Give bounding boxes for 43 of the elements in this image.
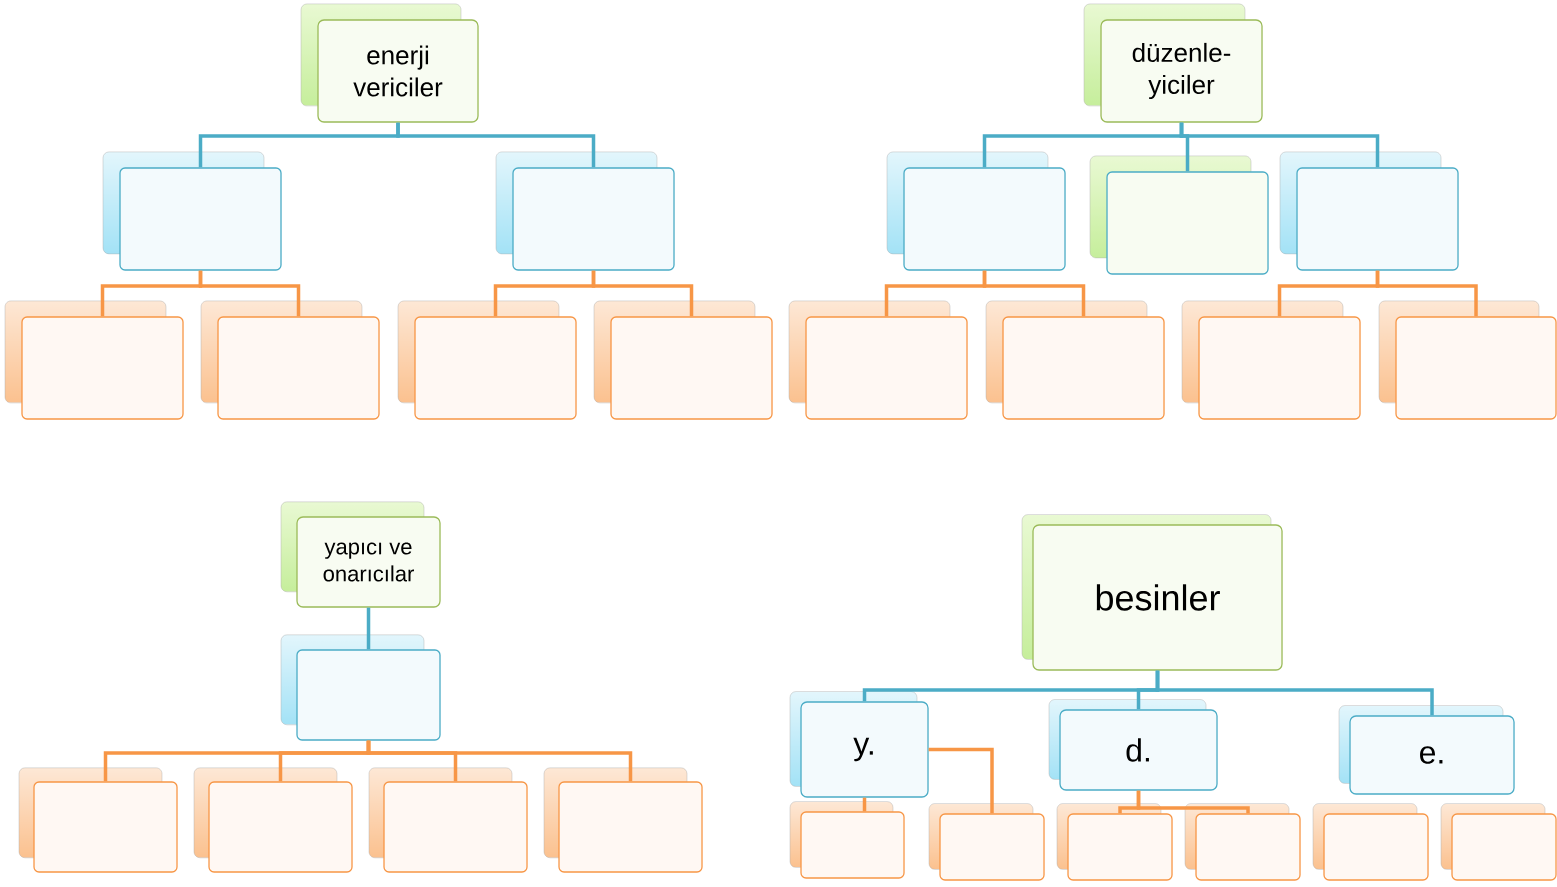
card-stack: d.: [1048, 699, 1218, 791]
card-stack: [1089, 155, 1269, 275]
connector-line: [1375, 270, 1478, 317]
connector-line: [1136, 790, 1250, 814]
card-stack: yapıcı ve onarıcılar: [280, 501, 441, 608]
connector-line: [1179, 122, 1380, 168]
card-stack: [1440, 803, 1557, 881]
card-stack: [193, 767, 353, 873]
card-stack: [18, 767, 178, 873]
card-stack: [593, 300, 773, 420]
card-stack: enerji vericiler: [300, 3, 479, 123]
connector-line: [366, 740, 633, 782]
card-stack: [200, 300, 380, 420]
card-stack: [1378, 300, 1557, 420]
card-stack: [280, 634, 441, 741]
card-stack: y.: [789, 691, 929, 798]
connector-line: [928, 747, 994, 814]
connector-line: [862, 797, 867, 812]
card-stack: [886, 151, 1066, 271]
card-stack: [495, 151, 675, 271]
connector-line: [396, 122, 596, 168]
card-stack: [1181, 300, 1361, 420]
card-stack: [1056, 803, 1173, 881]
connector-line: [982, 270, 1086, 317]
card-stack: [102, 151, 282, 271]
card-stack: [368, 767, 528, 873]
card-stack: [1279, 151, 1459, 271]
card-stack: e.: [1338, 705, 1515, 795]
card-stack: [1312, 803, 1429, 881]
card-stack: [928, 803, 1045, 881]
connector-line: [366, 607, 371, 650]
card-stack: [789, 801, 905, 879]
card-stack: besinler: [1021, 514, 1283, 671]
connector-line: [1155, 670, 1434, 716]
card-stack: [985, 300, 1165, 420]
card-stack: [788, 300, 968, 420]
connector-line: [198, 270, 301, 317]
card-stack: düzenle- yiciler: [1083, 3, 1263, 123]
connector-line: [591, 270, 694, 317]
card-stack: [1184, 803, 1301, 881]
card-stack: [4, 300, 184, 420]
card-stack: [543, 767, 703, 873]
card-stack: [397, 300, 577, 420]
